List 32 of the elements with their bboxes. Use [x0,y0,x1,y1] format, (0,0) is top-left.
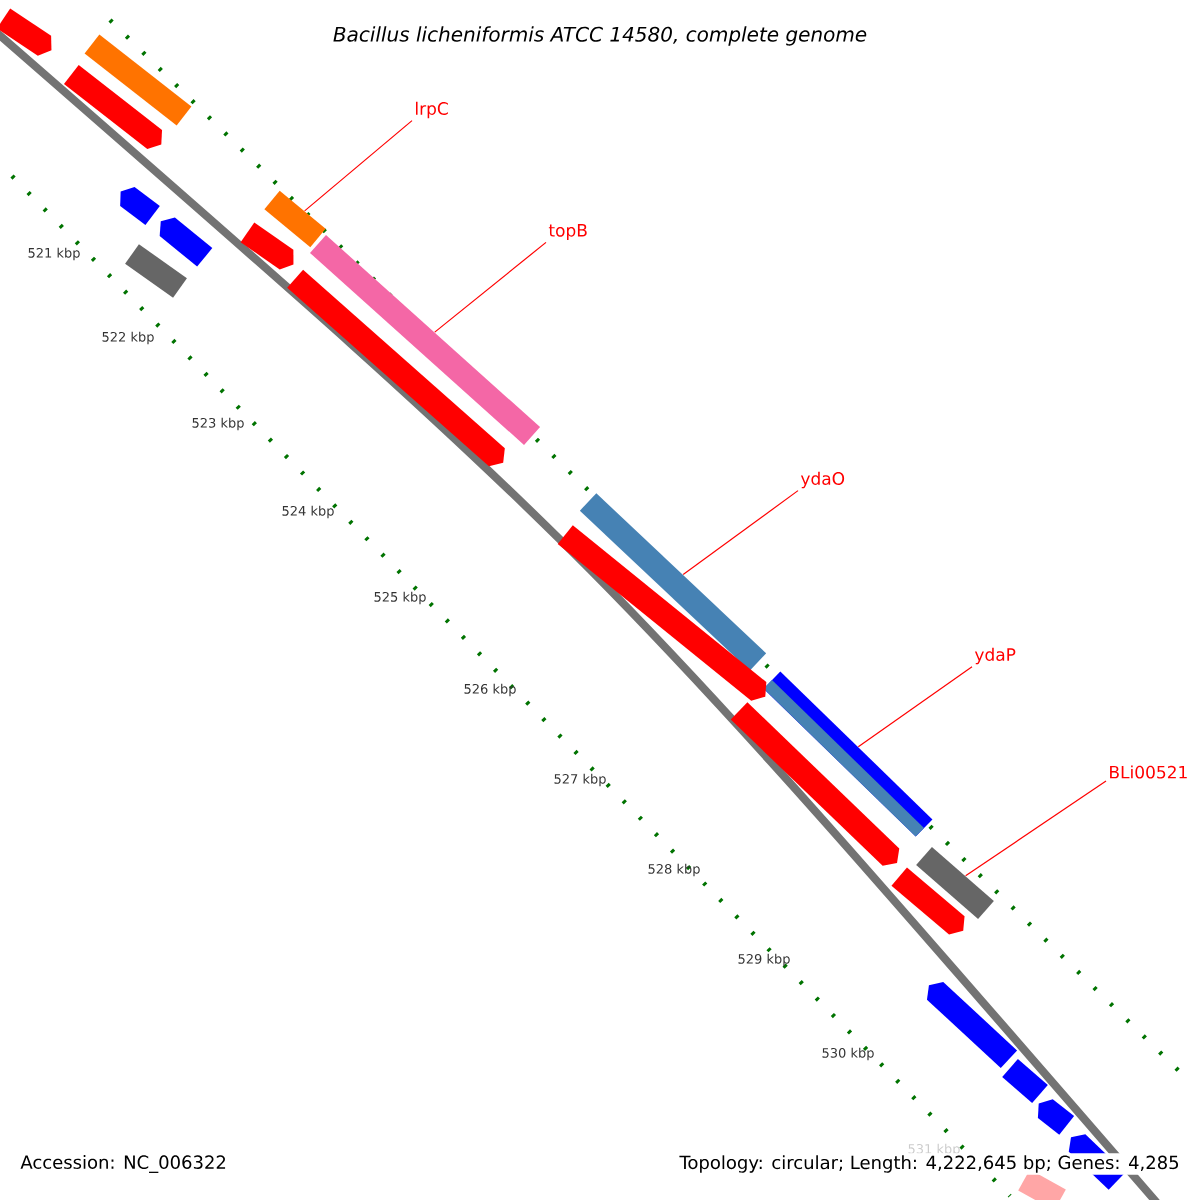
gene-block [120,186,160,226]
gene-label: ydaO [800,471,845,489]
gene-block [916,846,994,920]
gene-block [891,867,965,935]
gene-label: BLi00521 [1110,765,1187,779]
gene-block [730,702,900,866]
leader-line [304,120,413,212]
gene-label: topB [548,224,587,240]
gene-block [264,190,326,248]
gene-block [0,8,52,56]
footer-text: Topology: circular; Length: 4,222,645 bp; Genes: 4,285 [677,1153,1182,1175]
gene-block [84,34,192,126]
leader-line [965,780,1107,877]
gene-block [579,493,767,671]
leader-line [857,666,973,748]
leader-line [434,241,547,333]
title: Bacillus licheniformis ATCC 14580, complete genome [333,26,867,46]
gene-block [1037,1099,1075,1135]
gene-block [1002,1059,1048,1104]
gene-block [125,244,187,298]
gene-block [240,222,294,270]
leader-line [682,490,799,576]
gene-block [309,235,541,445]
gene-label: ydaP [974,647,1016,665]
gene-block [63,65,163,149]
footer-text: Accession: NC_006322 [18,1153,229,1175]
gene-block [557,525,767,701]
gene-block [287,269,505,467]
gene-label: lrpC [416,101,448,119]
gene-block [926,982,1018,1068]
gene-block [159,217,213,267]
gene-block [1018,1169,1066,1200]
